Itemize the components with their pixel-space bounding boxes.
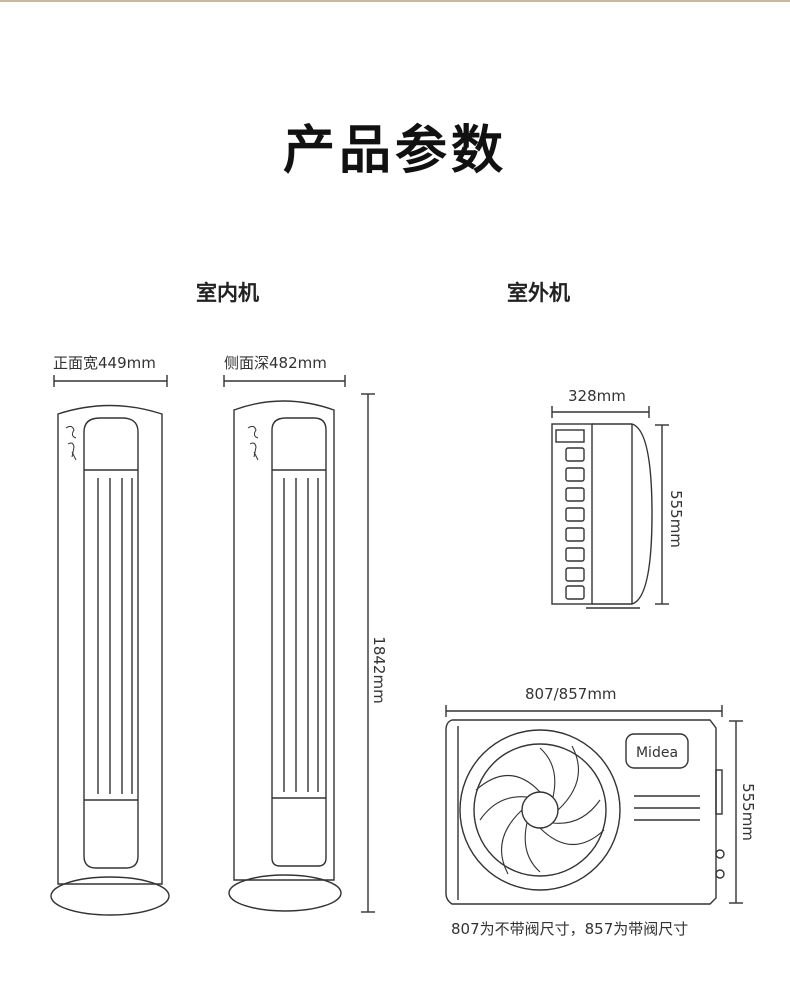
indoor-unit-side-drawing (228, 400, 342, 912)
outdoor-unit-side-drawing (551, 423, 653, 609)
outdoor-unit-heading: 室外机 (507, 281, 570, 305)
indoor-height-dimension (361, 393, 375, 913)
indoor-front-width-label: 正面宽449mm (53, 354, 156, 372)
page-title: 产品参数 (282, 121, 507, 181)
outdoor-unit-front-drawing (445, 719, 725, 905)
midea-logo: Midea (636, 745, 678, 761)
indoor-side-depth-label: 侧面深482mm (224, 354, 327, 372)
outdoor-front-width-label: 807/857mm (525, 685, 617, 703)
outdoor-front-width-dimension (445, 705, 723, 717)
indoor-front-width-dimension (53, 375, 168, 387)
outdoor-side-height-dimension (655, 424, 669, 605)
outdoor-size-note: 807为不带阀尺寸，857为带阀尺寸 (451, 920, 689, 938)
outdoor-front-height-dimension (729, 720, 743, 904)
outdoor-side-depth-dimension (551, 406, 650, 418)
indoor-side-depth-dimension (223, 375, 346, 387)
outdoor-side-depth-label: 328mm (568, 387, 626, 405)
indoor-unit-front-drawing (50, 404, 170, 916)
indoor-unit-heading: 室内机 (196, 281, 259, 305)
top-accent-line (0, 0, 790, 2)
